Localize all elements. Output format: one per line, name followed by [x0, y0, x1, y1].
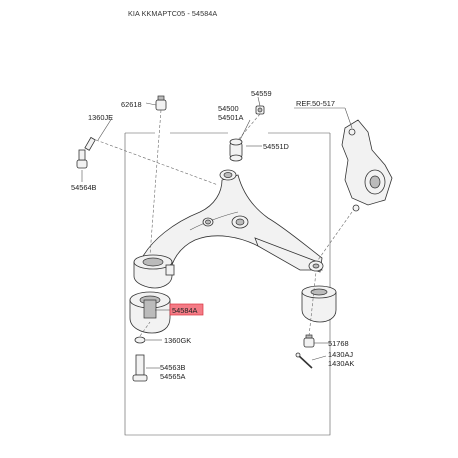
label-ref[interactable]: REF.50-517 — [296, 99, 335, 108]
leader-lines — [81, 96, 353, 369]
label-62618[interactable]: 62618 — [121, 100, 142, 109]
label-51768[interactable]: 51768 — [328, 339, 349, 348]
label-54500[interactable]: 54500 — [218, 104, 239, 113]
label-54563B[interactable]: 54563B — [160, 363, 186, 372]
steering-knuckle — [341, 119, 393, 212]
bushing-side-view — [301, 285, 337, 323]
nut-51768 — [303, 334, 315, 348]
label-1360GK[interactable]: 1360GK — [164, 336, 191, 345]
label-54501A[interactable]: 54501A — [218, 113, 244, 122]
diagram-title: KIA KKMAPTC05 - 54584A — [128, 9, 218, 18]
front-bushing-54551D — [219, 138, 243, 181]
label-1430AJ[interactable]: 1430AJ — [328, 350, 353, 359]
bolt-54564B — [76, 136, 96, 169]
pin-1430AJ — [295, 352, 313, 369]
label-54565A[interactable]: 54565A — [160, 372, 186, 381]
assembly-frame — [124, 132, 331, 436]
highlight-54584A[interactable]: 54584A — [169, 303, 204, 316]
label-1430AK[interactable]: 1430AK — [328, 359, 354, 368]
label-54564B[interactable]: 54564B — [71, 183, 97, 192]
lower-control-arm — [139, 174, 324, 276]
label-1360JE[interactable]: 1360JE — [88, 113, 113, 122]
label-54551D[interactable]: 54551D — [263, 142, 289, 151]
nut-62618 — [155, 95, 167, 111]
bolt-54563B — [132, 336, 148, 382]
rear-bushing-housing — [133, 254, 175, 289]
rear-bushing-54584A — [129, 291, 171, 334]
label-54559[interactable]: 54559 — [251, 89, 272, 98]
highlight-box — [169, 303, 204, 316]
label-54584A[interactable]: 54584A — [172, 306, 198, 315]
nut-54559 — [255, 105, 265, 115]
